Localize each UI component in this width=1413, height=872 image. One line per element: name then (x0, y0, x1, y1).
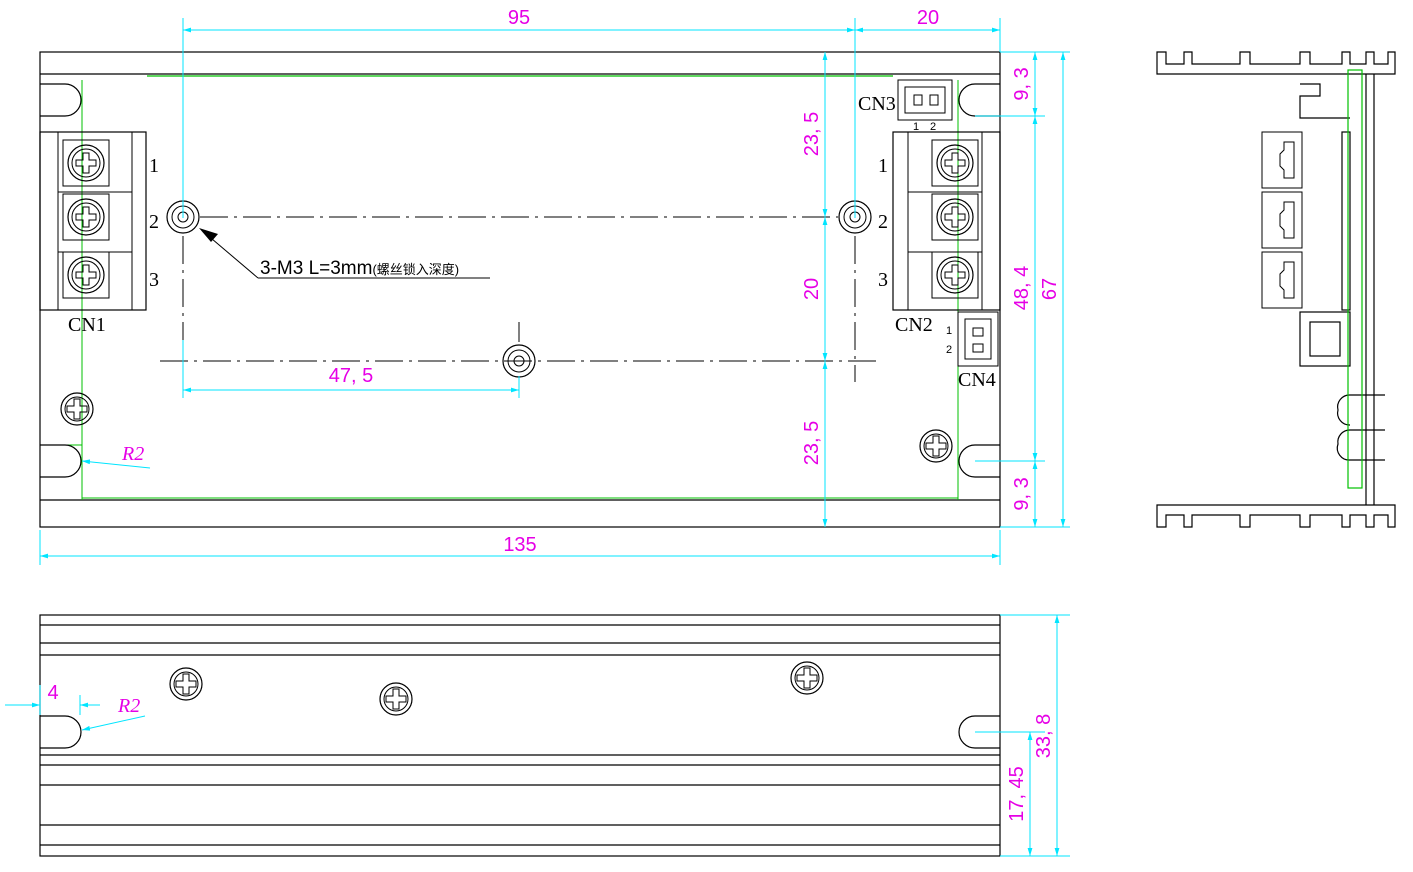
dim-47-5: 47, 5 (329, 365, 373, 387)
dim-20-top: 20 (917, 7, 939, 29)
cn1-pin-3: 3 (149, 269, 159, 291)
mount-hole-depth: (螺丝锁入深度) (372, 262, 459, 277)
terminal-screw-icon (931, 193, 979, 241)
cn4-label: CN4 (958, 369, 996, 391)
screw-head-icon (379, 682, 413, 716)
terminal-screw-icon (931, 139, 979, 187)
bottom-view (39, 614, 1001, 857)
dim-9-3-bottom: 9, 3 (1011, 477, 1033, 510)
dim-r2-top: R2 (121, 443, 144, 465)
screw-head-icon (169, 667, 203, 701)
screw-head-icon (60, 392, 94, 426)
cn3-label: CN3 (858, 93, 896, 115)
dim-4: 4 (47, 682, 58, 704)
dim-95: 95 (508, 7, 530, 29)
dim-67: 67 (1039, 278, 1061, 300)
screw-head-icon (919, 429, 953, 463)
cn1-pin-1: 1 (149, 155, 159, 177)
front-dimensions (39, 18, 1070, 565)
cn2-label: CN2 (895, 314, 933, 336)
side-view (1156, 51, 1396, 528)
cn1-label: CN1 (68, 314, 106, 336)
dim-17-45: 17, 45 (1006, 766, 1028, 822)
mount-hole-spec: 3-M3 L=3mm (260, 258, 372, 279)
terminal-screw-icon (62, 193, 110, 241)
cn3-pin-2: 2 (930, 121, 936, 133)
dim-23-5-upper: 23, 5 (801, 112, 823, 156)
terminal-screw-icon (62, 251, 110, 299)
cn3-pin-1: 1 (913, 121, 919, 133)
dim-23-5-lower: 23, 5 (801, 421, 823, 465)
cn2-pin-1: 1 (878, 155, 888, 177)
dim-135: 135 (503, 534, 536, 556)
cn1-pin-2: 2 (149, 211, 159, 233)
dim-48-4: 48, 4 (1011, 266, 1033, 310)
connector-labels: CN1 CN2 CN3 CN4 1 2 3 1 2 3 1 2 1 2 3-M3… (68, 93, 996, 391)
cn4-pin-1: 1 (946, 325, 952, 337)
dim-20-vertical: 20 (801, 278, 823, 300)
screw-head-icon (790, 661, 824, 695)
front-view (39, 51, 1001, 528)
side-pcb (1347, 69, 1363, 489)
terminal-screw-icon (931, 251, 979, 299)
dim-r2-bottom: R2 (117, 695, 140, 717)
cn4-pin-2: 2 (946, 344, 952, 356)
bottom-dimensions (5, 614, 1070, 857)
terminal-screw-icon (62, 139, 110, 187)
dim-33-8: 33, 8 (1033, 714, 1055, 758)
cn2-pin-3: 3 (878, 269, 888, 291)
mount-hole-note: 3-M3 L=3mm(螺丝锁入深度) (260, 258, 459, 279)
dimension-labels: 95 20 47, 5 135 23, 5 20 23, 5 9, 3 48, … (47, 7, 1061, 822)
cn2-pin-2: 2 (878, 211, 888, 233)
dim-9-3-top: 9, 3 (1011, 67, 1033, 100)
